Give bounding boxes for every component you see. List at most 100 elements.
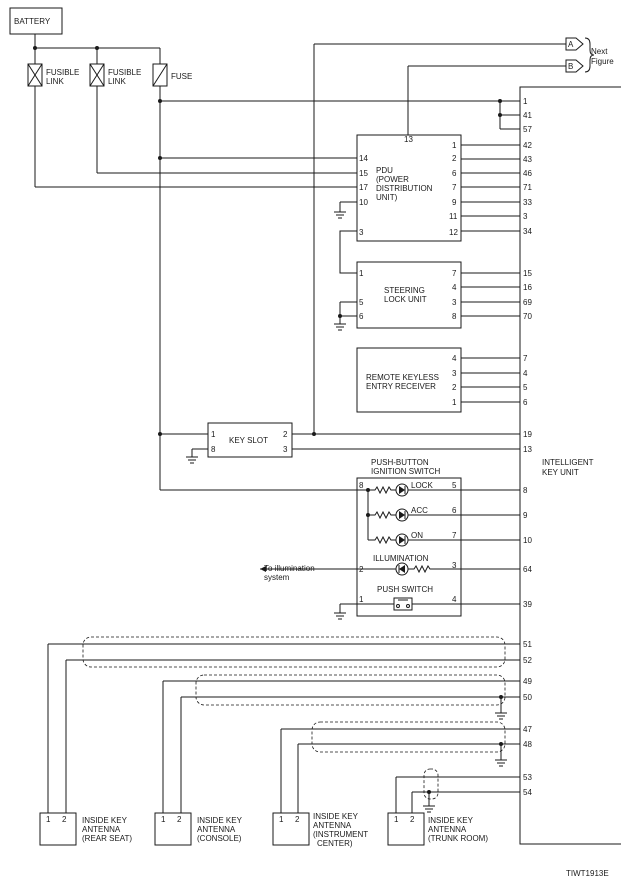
steering-pin-5: 5 (359, 298, 364, 307)
console-antenna-wiring (162, 674, 520, 813)
push-pin-r6: 6 (452, 506, 457, 515)
fusible-link-1-icon (27, 63, 43, 87)
fusible-link-2-label-b: LINK (108, 77, 126, 86)
push-pin-1: 1 (359, 595, 364, 604)
pdu-pin-r6: 6 (452, 169, 457, 178)
connector-a-label: A (568, 40, 574, 49)
push-switch-label: PUSH SWITCH (377, 585, 433, 594)
key-slot-ground-icon (186, 448, 208, 464)
push-pin-r3: 3 (452, 561, 457, 570)
console-antenna-label-c: (CONSOLE) (197, 834, 242, 843)
illumination-label: ILLUMINATION (373, 554, 429, 563)
steering-lock-label-b: LOCK UNIT (384, 295, 427, 304)
power-feed-wires (33, 34, 161, 64)
iku-pin-label: 57 (523, 125, 532, 134)
pdu-label-2: (POWER (376, 175, 409, 184)
key-slot-pin-2: 2 (283, 430, 288, 439)
connector-a-icon (565, 37, 584, 51)
iku-label-a: INTELLIGENT (542, 458, 594, 467)
key-slot-box (207, 422, 293, 458)
push-pin-r4: 4 (452, 595, 457, 604)
on-indicator-icon (368, 533, 520, 547)
iku-pin-label: 64 (523, 565, 532, 574)
remote-keyless-box (356, 347, 462, 413)
trunk-antenna-label-a: INSIDE KEY (428, 816, 474, 825)
pdu-pin-14: 14 (359, 154, 368, 163)
instrument-antenna-box (272, 812, 310, 846)
connector-b-icon (565, 59, 584, 73)
iku-pin-label: 50 (523, 693, 532, 702)
push-button-box (356, 477, 462, 617)
next-figure-label-b: Figure (591, 57, 614, 66)
iku-pin-label: 70 (523, 312, 532, 321)
remote-keyless-label-a: REMOTE KEYLESS (366, 373, 439, 382)
next-figure-brace-icon (584, 37, 595, 73)
main-wires (34, 86, 520, 491)
pdu-pin-top: 13 (404, 135, 413, 144)
key-slot-wires (292, 432, 520, 450)
pdu-pin-r11: 11 (449, 212, 458, 221)
key-slot-pin-8: 8 (211, 445, 216, 454)
key-slot-label: KEY SLOT (229, 436, 268, 445)
instrument-antenna-wiring (280, 721, 520, 813)
fuse-label: FUSE (171, 72, 192, 81)
figure-id: TIWT1913E (566, 869, 609, 878)
instrument-antenna-label-d: CENTER) (317, 839, 353, 848)
next-figure-label-a: Next (591, 47, 608, 56)
iku-pin-label: 43 (523, 155, 532, 164)
fuse-icon (152, 63, 168, 87)
pdu-to-steering-wire (339, 230, 357, 274)
trunk-antenna-pin-2: 2 (410, 815, 415, 824)
pdu-box (356, 134, 462, 242)
instrument-antenna-label-c: (INSTRUMENT (313, 830, 368, 839)
iku-pin-label: 15 (523, 269, 532, 278)
instrument-antenna-label-a: INSIDE KEY (313, 812, 359, 821)
pdu-pin-17: 17 (359, 183, 368, 192)
to-illumination-label-a: To illumination (264, 564, 315, 573)
iku-pin-label: 13 (523, 445, 532, 454)
lock-label: LOCK (411, 481, 433, 490)
steering-right-wires (461, 272, 520, 317)
push-button-title-a: PUSH-BUTTON (371, 458, 429, 467)
steering-pin-r4: 4 (452, 283, 457, 292)
push-pin-8: 8 (359, 481, 364, 490)
next-figure-wires (313, 43, 566, 434)
pdu-label-1: PDU (376, 166, 393, 175)
iku-pin-label: 53 (523, 773, 532, 782)
iku-pin-label: 33 (523, 198, 532, 207)
steering-lock-label-a: STEERING (384, 286, 425, 295)
rear-seat-antenna-label-c: (REAR SEAT) (82, 834, 132, 843)
trunk-antenna-label-b: ANTENNA (428, 825, 467, 834)
intelligent-key-unit-box (519, 86, 621, 845)
steering-pin-1: 1 (359, 269, 364, 278)
trunk-antenna-label-c: (TRUNK ROOM) (428, 834, 488, 843)
steering-pin-6: 6 (359, 312, 364, 321)
lock-indicator-icon (368, 483, 520, 497)
rear-seat-antenna-label-b: ANTENNA (82, 825, 121, 834)
remote-keyless-label-b: ENTRY RECEIVER (366, 382, 436, 391)
steering-ground-icon (334, 301, 357, 331)
iku-pin-label: 7 (523, 354, 528, 363)
iku-pin-label: 10 (523, 536, 532, 545)
rke-pin-2: 2 (452, 383, 457, 392)
rear-seat-antenna-label-a: INSIDE KEY (82, 816, 128, 825)
iku-pin-label: 71 (523, 183, 532, 192)
iku-pin-label: 39 (523, 600, 532, 609)
fusible-link-1-label-a: FUSIBLE (46, 68, 79, 77)
pdu-pin-r7: 7 (452, 183, 457, 192)
fusible-link-2-icon (89, 63, 105, 87)
iku-pin-label: 42 (523, 141, 532, 150)
instrument-antenna-label-b: ANTENNA (313, 821, 352, 830)
instrument-antenna-pin-2: 2 (295, 815, 300, 824)
push-pin-r5: 5 (452, 481, 457, 490)
illumination-led-icon (260, 562, 520, 576)
iku-pin-label: 49 (523, 677, 532, 686)
acc-indicator-icon (368, 508, 520, 522)
acc-label: ACC (411, 506, 428, 515)
iku-pin-label: 19 (523, 430, 532, 439)
instrument-antenna-pin-1: 1 (279, 815, 284, 824)
iku-pin-label: 34 (523, 227, 532, 236)
pdu-pin-r9: 9 (452, 198, 457, 207)
push-switch-ground-icon (334, 604, 346, 620)
